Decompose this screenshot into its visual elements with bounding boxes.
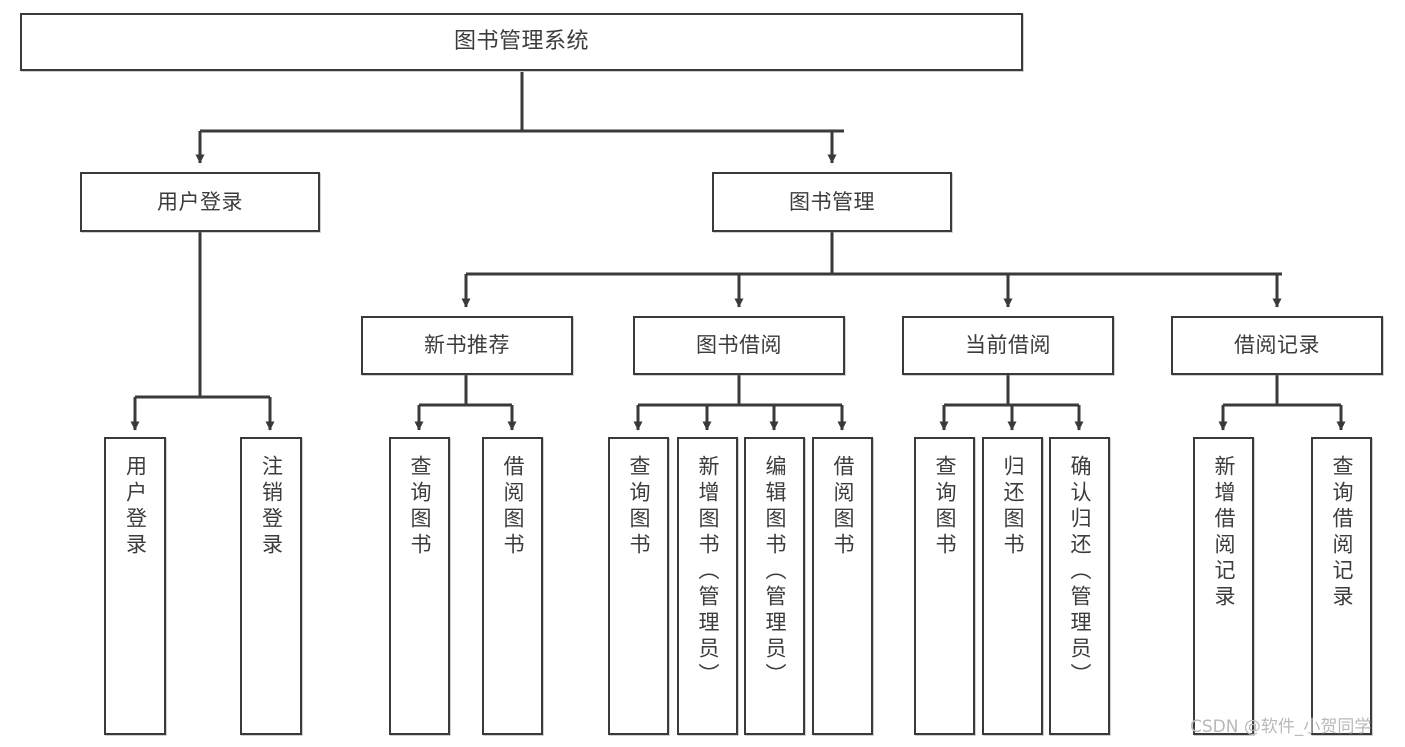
- node-borrow-records[interactable]: 借阅记录: [1171, 316, 1383, 375]
- node-leaf-query-borrow-record[interactable]: 查询借阅记录: [1311, 437, 1372, 735]
- node-leaf-borrow-book-label: 借阅图书: [831, 455, 855, 559]
- node-leaf-add-borrow-record[interactable]: 新增借阅记录: [1193, 437, 1254, 735]
- node-leaf-current-query-book[interactable]: 查询图书: [914, 437, 975, 735]
- node-borrow-records-label: 借阅记录: [1234, 333, 1320, 357]
- node-book-management-label: 图书管理: [789, 189, 875, 214]
- node-leaf-add-borrow-record-label: 新增借阅记录: [1212, 455, 1236, 611]
- node-leaf-newbook-query-book-label: 查询图书: [408, 455, 432, 559]
- node-leaf-user-login[interactable]: 用户登录: [104, 437, 166, 735]
- node-leaf-confirm-return-admin[interactable]: 确认归还（管理员）: [1049, 437, 1110, 735]
- node-leaf-newbook-borrow-book[interactable]: 借阅图书: [482, 437, 543, 735]
- node-leaf-newbook-borrow-book-label: 借阅图书: [501, 455, 525, 559]
- node-leaf-borrow-book[interactable]: 借阅图书: [812, 437, 873, 735]
- node-leaf-current-query-book-label: 查询图书: [933, 455, 957, 559]
- node-leaf-return-book[interactable]: 归还图书: [982, 437, 1043, 735]
- node-leaf-borrow-query-book[interactable]: 查询图书: [608, 437, 669, 735]
- node-user-login[interactable]: 用户登录: [80, 172, 320, 232]
- node-root-label: 图书管理系统: [453, 29, 589, 54]
- node-leaf-edit-book-admin[interactable]: 编辑图书（管理员）: [744, 437, 805, 735]
- node-root[interactable]: 图书管理系统: [20, 13, 1023, 71]
- node-book-borrow-label: 图书借阅: [696, 333, 782, 357]
- node-leaf-user-login-label: 用户登录: [123, 455, 148, 559]
- node-book-borrow[interactable]: 图书借阅: [633, 316, 845, 375]
- node-new-book-recommend[interactable]: 新书推荐: [361, 316, 573, 375]
- node-leaf-add-book-admin[interactable]: 新增图书（管理员）: [677, 437, 738, 735]
- node-leaf-logout[interactable]: 注销登录: [240, 437, 302, 735]
- node-current-borrow[interactable]: 当前借阅: [902, 316, 1114, 375]
- csdn-watermark: CSDN @软件_小贺同学: [1190, 717, 1372, 737]
- node-user-login-label: 用户登录: [157, 189, 243, 214]
- node-leaf-edit-book-admin-label: 编辑图书（管理员）: [763, 455, 787, 689]
- node-leaf-logout-label: 注销登录: [259, 455, 284, 559]
- node-leaf-query-borrow-record-label: 查询借阅记录: [1330, 455, 1354, 611]
- node-book-management[interactable]: 图书管理: [712, 172, 952, 232]
- node-current-borrow-label: 当前借阅: [965, 333, 1051, 357]
- node-leaf-add-book-admin-label: 新增图书（管理员）: [696, 455, 720, 689]
- node-leaf-borrow-query-book-label: 查询图书: [627, 455, 651, 559]
- node-leaf-return-book-label: 归还图书: [1001, 455, 1025, 559]
- node-leaf-newbook-query-book[interactable]: 查询图书: [389, 437, 450, 735]
- node-new-book-recommend-label: 新书推荐: [424, 333, 510, 357]
- node-leaf-confirm-return-admin-label: 确认归还（管理员）: [1068, 455, 1092, 689]
